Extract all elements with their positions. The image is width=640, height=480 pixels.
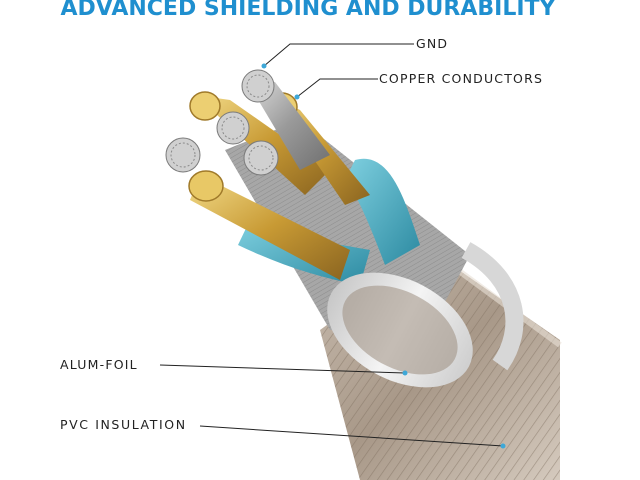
label-copper-conductors: COPPER CONDUCTORS [379,71,544,86]
label-pvc-insulation: PVC INSULATION [60,417,187,432]
leader-copper [296,78,378,98]
copper-conductor-left [188,170,350,280]
stranded-wire-left [165,137,201,173]
page-title: ADVANCED SHIELDING AND DURABILITY [60,0,556,21]
leader-foil [159,364,406,374]
leader-dots [261,63,506,449]
stranded-wire-right [243,140,279,176]
aluminium-foil-layer [327,242,524,388]
leader-pvc [199,425,504,447]
leader-lines [159,43,504,447]
stranded-wire-gnd [241,69,330,170]
label-gnd: GND [416,36,449,51]
leader-gnd [263,43,414,67]
stranded-wire-middle [216,111,250,145]
label-alum-foil: ALUM-FOIL [60,357,138,372]
